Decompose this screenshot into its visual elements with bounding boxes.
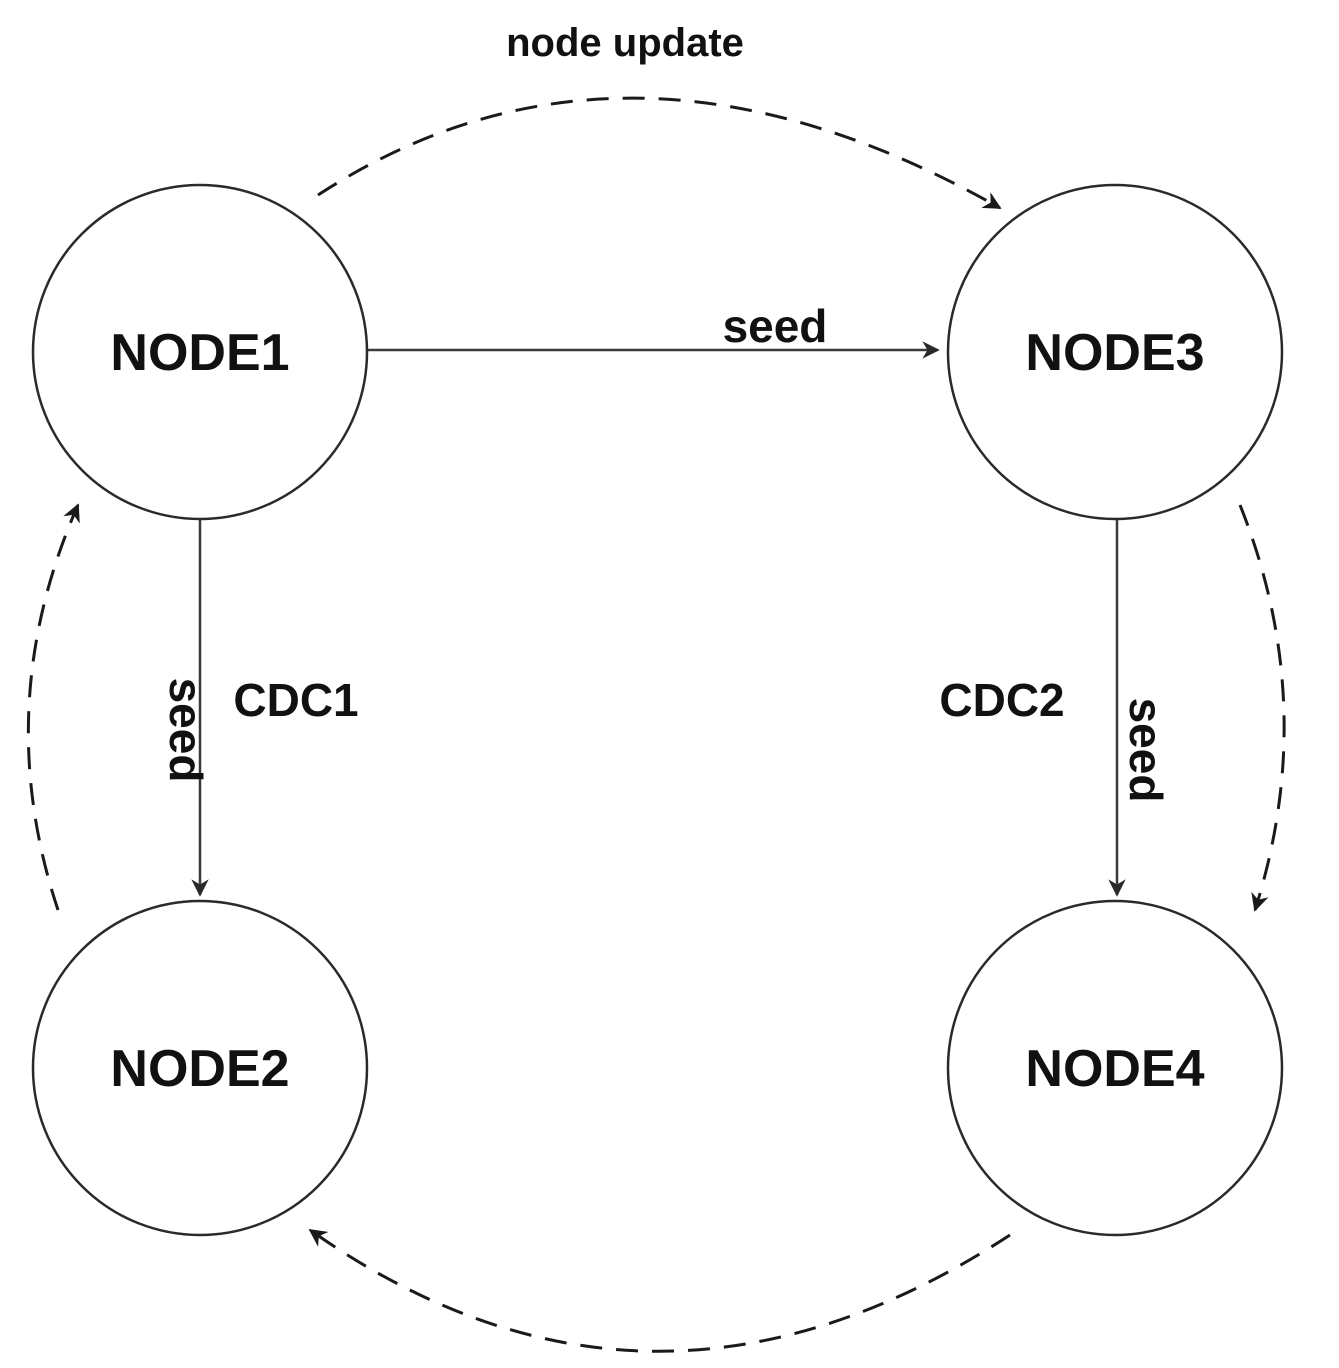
edge-node3-node4-dashed [1238,504,1286,912]
node-label-node3: NODE3 [1025,324,1204,382]
node-node1: NODE1 [31,183,369,521]
node-label-node4: NODE4 [1025,1040,1204,1098]
edge-label-seed-node1-node2: seed [160,678,212,783]
group-label-cdc1: CDC1 [233,674,358,726]
node-node3: NODE3 [946,183,1284,521]
node-label-node1: NODE1 [110,324,289,382]
edge-node2-node1-dashed [26,503,80,911]
diagram-title: node update [506,21,744,65]
group-label-cdc2: CDC2 [939,674,1064,726]
edge-node1-node3-node-update [317,96,1002,210]
edge-label-seed-node3-node4: seed [1120,698,1172,803]
node-node4: NODE4 [946,899,1284,1237]
edge-node4-node2-dashed [308,1228,1011,1353]
node-label-node2: NODE2 [110,1040,289,1098]
node-node2: NODE2 [31,899,369,1237]
edge-label-seed-node1-node3: seed [723,300,828,352]
